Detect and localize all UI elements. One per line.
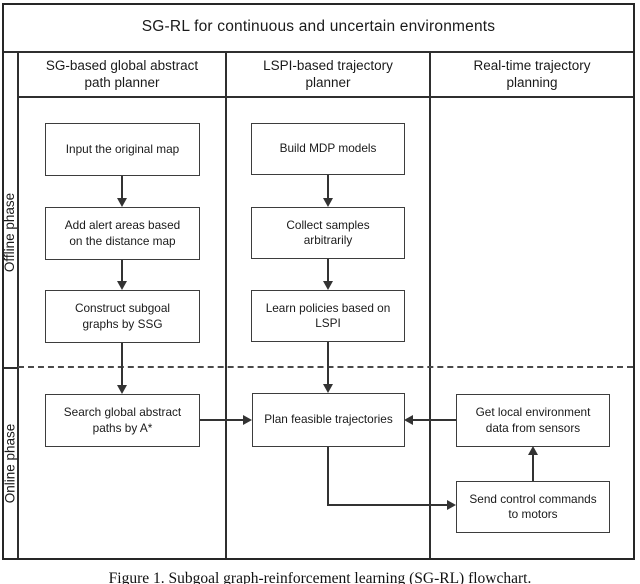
arrowhead-right-icon (243, 415, 252, 425)
column-header-realtime-planning: Real-time trajectory planning (473, 57, 591, 90)
arrowhead-up-icon (528, 446, 538, 455)
arrowhead-down-icon (323, 384, 333, 393)
title-separator-line (4, 51, 633, 53)
flow-node-collect-samples: Collect samples arbitrarily (251, 207, 405, 259)
figure-caption: Figure 1. Subgoal graph-reinforcement le… (108, 570, 532, 584)
flow-node-add-alert-areas: Add alert areas based on the distance ma… (45, 207, 200, 260)
arrowhead-down-icon (323, 281, 333, 290)
column-header-sg-planner: SG-based global abstract path planner (45, 57, 199, 90)
arrowhead-down-icon (323, 198, 333, 207)
flow-node-send-control-commands: Send control commands to motors (456, 481, 610, 533)
flow-node-get-local-environment: Get local environment data from sensors (456, 394, 610, 447)
flow-node-build-mdp-models: Build MDP models (251, 123, 405, 175)
header-separator-line (19, 96, 633, 98)
arrowhead-down-icon (117, 281, 127, 290)
arrowhead-right-icon (447, 500, 456, 510)
arrowhead-left-icon (404, 415, 413, 425)
phase-label-online: Online phase (1, 368, 18, 559)
column-header-lspi-planner: LSPI-based trajectory planner (263, 57, 393, 90)
arrowhead-down-icon (117, 385, 127, 394)
flow-node-learn-policies-lspi: Learn policies based on LSPI (251, 290, 405, 342)
flow-node-search-global-paths: Search global abstract paths by A* (45, 394, 200, 447)
figure-title: SG-RL for continuous and uncertain envir… (141, 18, 496, 35)
diagram-frame (2, 3, 635, 560)
phase-divider-solid-segment (4, 367, 18, 369)
phase-dashed-divider (18, 366, 633, 368)
flow-node-plan-feasible-trajectories: Plan feasible trajectories (252, 393, 405, 447)
phase-label-offline-text: Offline phase (2, 192, 17, 272)
phase-column-divider (17, 52, 19, 558)
arrowhead-down-icon (117, 198, 127, 207)
flow-node-construct-subgoal-graphs: Construct subgoal graphs by SSG (45, 290, 200, 343)
phase-label-online-text: Online phase (2, 423, 17, 504)
column-divider-1 (225, 52, 227, 558)
column-divider-2 (429, 52, 431, 558)
phase-label-offline: Offline phase (1, 97, 18, 367)
flow-node-input-original-map: Input the original map (45, 123, 200, 176)
